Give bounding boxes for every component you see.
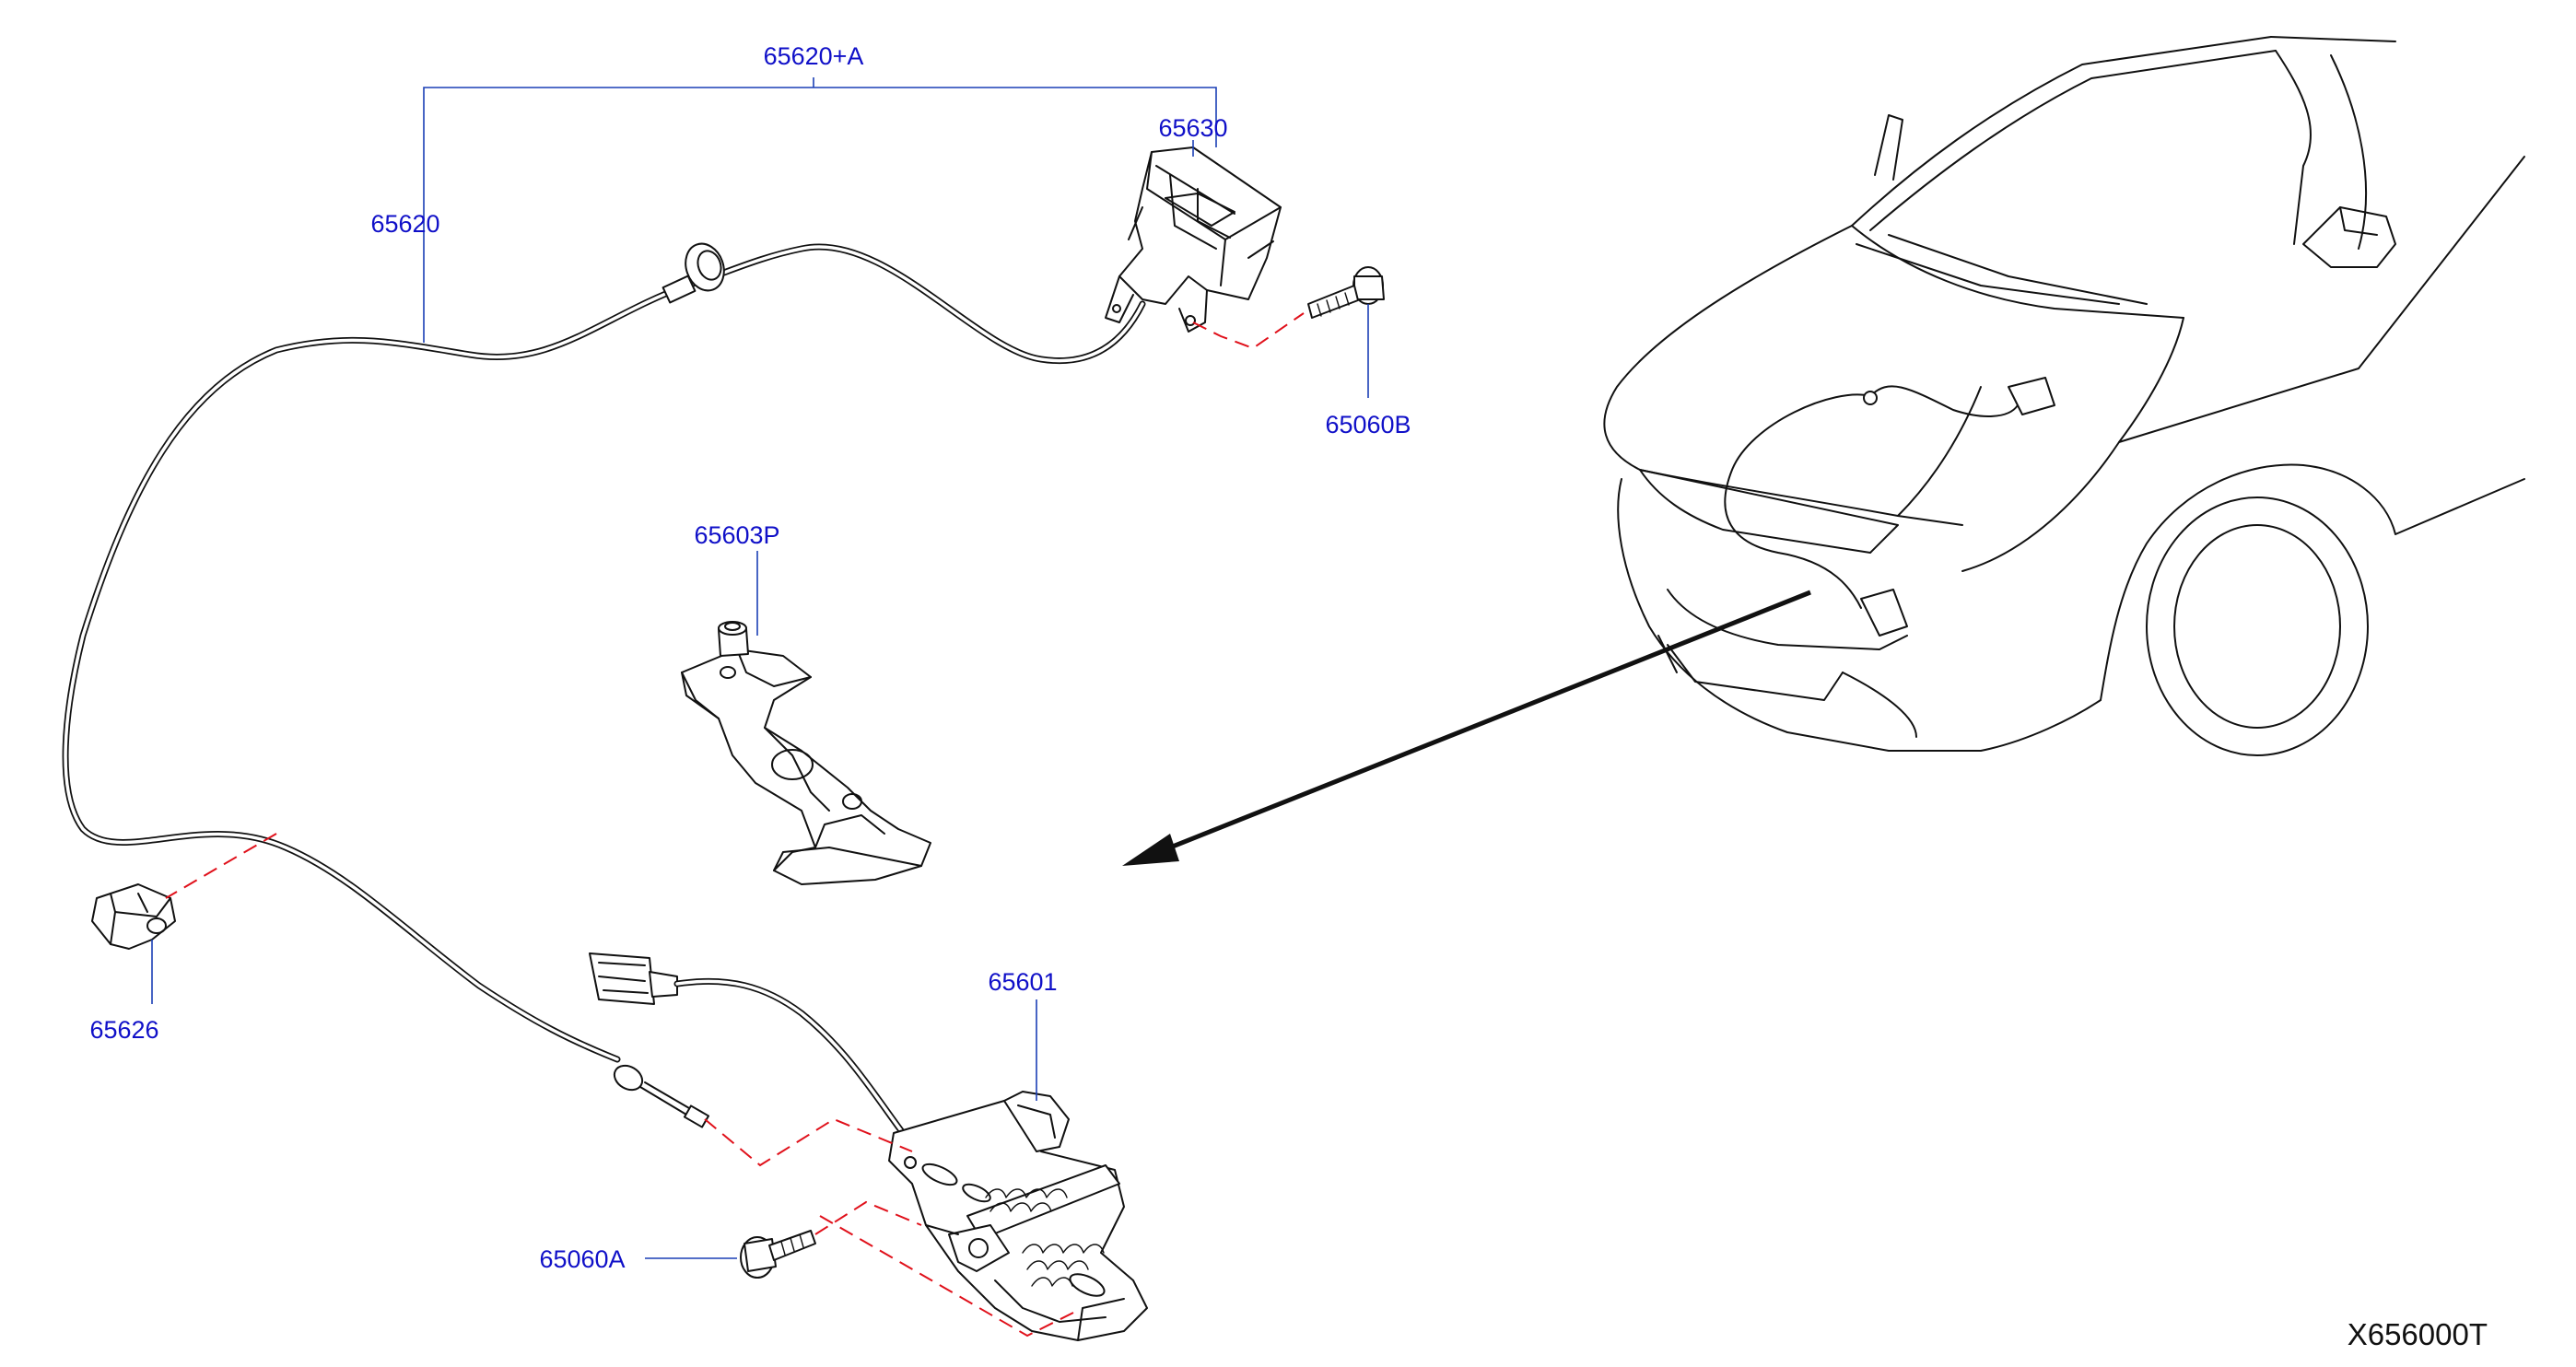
vehicle-front-view bbox=[1603, 36, 2525, 756]
bolt-65060a bbox=[740, 1230, 816, 1279]
release-lever-handle bbox=[1105, 146, 1282, 333]
leader-lines bbox=[151, 77, 1369, 1259]
cable-grommet bbox=[662, 242, 725, 304]
cable-end-fitting bbox=[613, 1064, 710, 1128]
assembly-guide-lines bbox=[165, 312, 1305, 1338]
label-65620-assembly: 65620+A bbox=[764, 42, 864, 70]
view-direction-arrow bbox=[1122, 590, 1811, 866]
bolt-65060b bbox=[1307, 266, 1385, 319]
label-65603p: 65603P bbox=[694, 521, 779, 549]
label-65626: 65626 bbox=[89, 1016, 158, 1044]
label-65060b: 65060B bbox=[1325, 411, 1411, 438]
label-65601: 65601 bbox=[988, 968, 1057, 996]
hood-release-cable bbox=[62, 243, 1146, 1063]
lock-spring bbox=[985, 1188, 1105, 1287]
label-65620: 65620 bbox=[370, 210, 439, 238]
hood-lock-assembly bbox=[589, 952, 1148, 1341]
diagram-reference-code: X656000T bbox=[2348, 1317, 2488, 1351]
part-number-labels: 65620+A 65630 65620 65060B 65603P 65626 … bbox=[89, 42, 1411, 1273]
cable-clip bbox=[91, 883, 176, 950]
label-65060a: 65060A bbox=[539, 1245, 625, 1273]
label-65630: 65630 bbox=[1158, 114, 1227, 142]
hood-lock-support-bracket bbox=[681, 621, 931, 885]
